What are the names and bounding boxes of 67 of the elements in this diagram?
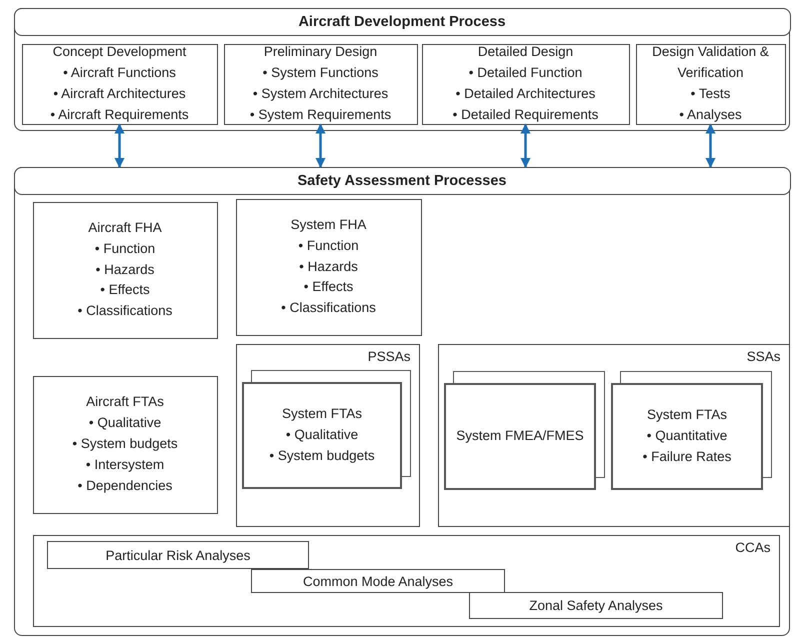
bullet-item: • Function xyxy=(298,236,359,255)
bullet-item: • Detailed Architectures xyxy=(456,85,596,103)
bullet-item: • Hazards xyxy=(299,258,358,276)
bullet-item: • System Requirements xyxy=(250,106,392,124)
box-title: System FTAs xyxy=(646,406,727,424)
document-stack-box xyxy=(242,382,402,489)
bullet-item: • Aircraft Functions xyxy=(63,64,176,82)
box-title: System FMEA/FMES xyxy=(456,427,584,446)
process-box xyxy=(224,44,418,124)
group-label: PSSAs xyxy=(368,348,410,364)
bullet-item: • Classifications xyxy=(78,302,172,320)
bullet-item: • Analyses xyxy=(679,106,742,124)
bullet-item: • Tests xyxy=(690,85,730,103)
box-title: Concept Development xyxy=(52,43,186,62)
bullet-item: • System Functions xyxy=(262,64,378,82)
box-title: Aircraft FHA xyxy=(88,218,162,237)
process-panel xyxy=(14,167,790,636)
group-box xyxy=(236,344,420,526)
bullet-item: • Detailed Function xyxy=(468,64,582,82)
bullet-item: • Dependencies xyxy=(78,476,172,495)
bullet-item: • Failure Rates xyxy=(642,448,732,466)
analysis-box xyxy=(469,592,723,619)
bullet-item: • Effects xyxy=(304,278,354,296)
box-title: System FHA xyxy=(290,216,366,234)
analysis-box xyxy=(251,569,505,593)
box-title: Design Validation & Verification xyxy=(651,43,770,82)
box-title: Zonal Safety Analyses xyxy=(529,598,663,613)
process-panel xyxy=(14,8,790,131)
document-stack-box xyxy=(444,383,596,490)
process-box xyxy=(636,44,786,124)
bullet-item: • Function xyxy=(94,240,156,258)
bullet-item: • Quantitative xyxy=(646,427,728,446)
bullet-item: • Detailed Requirements xyxy=(452,106,598,124)
double-arrow xyxy=(520,124,530,168)
group-label: SSAs xyxy=(746,348,780,364)
bullet-item: • Qualitative xyxy=(88,414,162,432)
section-header: Safety Assessment Processes xyxy=(14,166,790,194)
process-box xyxy=(32,376,218,514)
bullet-item: • Aircraft Architectures xyxy=(53,85,186,103)
bullet-item: • Classifications xyxy=(281,299,376,318)
process-box xyxy=(422,44,630,124)
bullet-item: • Qualitative xyxy=(286,426,358,444)
bullet-item: • Aircraft Requirements xyxy=(50,106,189,124)
box-title: Particular Risk Analyses xyxy=(106,548,250,562)
box-title: Detailed Design xyxy=(478,43,574,62)
bullet-item: • System Architectures xyxy=(252,85,388,103)
box-title: Aircraft FTAs xyxy=(86,393,164,412)
bullet-item: • Hazards xyxy=(96,260,154,279)
group-box xyxy=(32,534,780,626)
bullet-item: • System budgets xyxy=(269,446,375,465)
box-title: Preliminary Design xyxy=(264,43,378,62)
double-arrow xyxy=(316,124,326,168)
box-title: Common Mode Analyses xyxy=(302,574,454,588)
bullet-item: • Effects xyxy=(100,281,150,300)
bullet-item: • System budgets xyxy=(72,435,178,454)
analysis-box xyxy=(47,541,309,569)
process-box xyxy=(22,44,218,124)
process-box xyxy=(236,198,422,336)
process-box xyxy=(32,202,218,338)
double-arrow xyxy=(114,124,124,168)
group-label: CCAs xyxy=(735,540,770,554)
bullet-item: • Intersystem xyxy=(86,456,164,474)
double-arrow xyxy=(706,124,716,168)
document-stack-box xyxy=(611,383,763,490)
box-title: System FTAs xyxy=(282,405,362,424)
section-header: Aircraft Development Process xyxy=(14,8,790,36)
group-box xyxy=(438,344,790,526)
